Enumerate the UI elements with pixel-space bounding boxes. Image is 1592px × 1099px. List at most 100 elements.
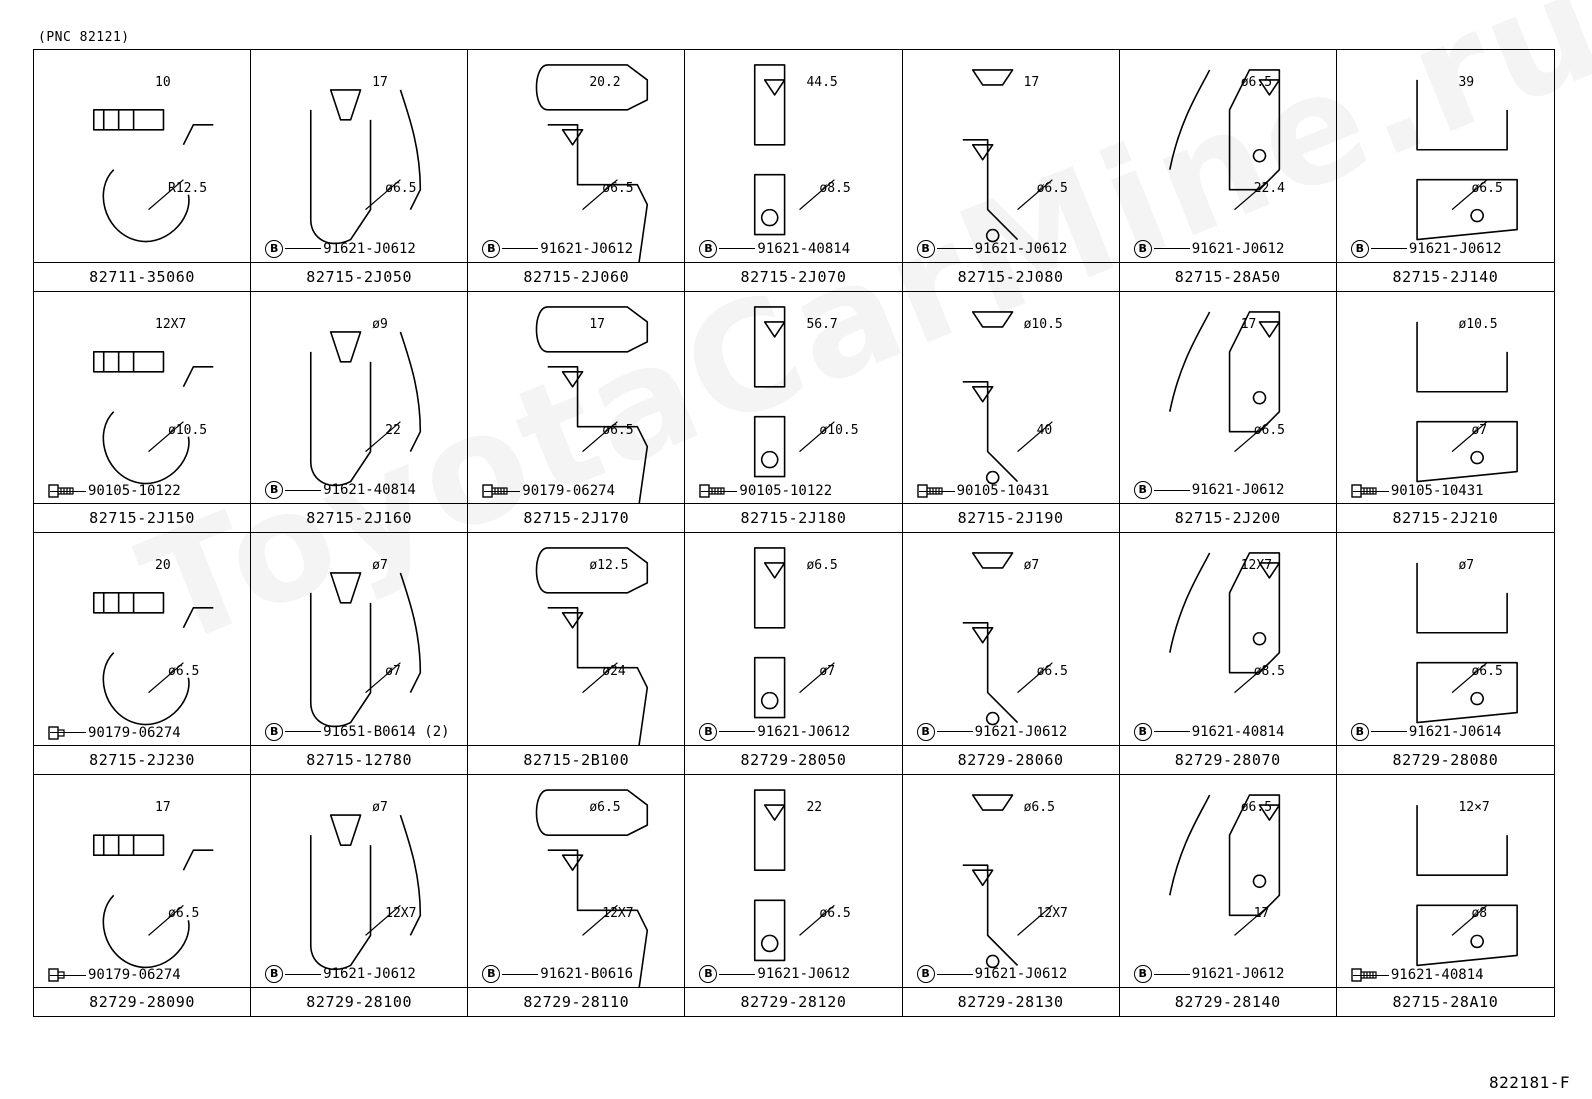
- b-circle-icon: B: [1133, 722, 1152, 741]
- dimension-label: ø12.5: [589, 558, 629, 574]
- part-number: 82729-28110: [468, 987, 685, 1016]
- fastener-callout: 91621-40814: [1351, 967, 1484, 983]
- dimension-leader: [148, 904, 184, 936]
- leader-line: [1153, 731, 1190, 732]
- fastener-callout: 90105-10431: [916, 483, 1049, 499]
- dimension-leader: [1451, 904, 1488, 936]
- bracket-sketch: [962, 69, 1053, 243]
- fastener-callout: 90105-10122: [48, 483, 181, 499]
- dimension-leader: [582, 904, 619, 936]
- dimension-label: 17: [372, 75, 388, 91]
- bracket-sketch: [92, 109, 214, 243]
- bracket-sketch: [962, 310, 1053, 484]
- dimension-label: 44.5: [806, 75, 838, 91]
- bracket-sketch: [92, 833, 214, 968]
- leader-line: [285, 248, 322, 249]
- dimension-label: 12X7: [1036, 906, 1068, 922]
- dimension-label: ø6.5: [168, 664, 200, 680]
- bracket-outline: [962, 69, 1018, 243]
- dimension-label: ø6.5: [1036, 664, 1068, 680]
- bracket-sketch: [310, 813, 422, 970]
- leader-line: [50, 490, 86, 492]
- part-number: 82715-2B100: [468, 744, 685, 774]
- dimension-label: ø6.5: [602, 181, 634, 197]
- leader-line: [1352, 974, 1389, 976]
- diagram-code: 822181-F: [1488, 1073, 1570, 1092]
- bracket-sketch: [310, 572, 422, 728]
- part-number: 82729-28140: [1119, 987, 1336, 1016]
- bolt-icon: [699, 484, 726, 498]
- part-number: 82729-28080: [1336, 744, 1554, 774]
- dimension-label: ø24: [602, 664, 626, 680]
- bracket-outline: [754, 64, 786, 236]
- leader-line: [502, 248, 539, 249]
- fastener-number: 90105-10122: [88, 483, 181, 499]
- dimension-label: ø6.5: [1036, 181, 1068, 197]
- dimension-label: 12X7: [602, 906, 634, 922]
- dimension-label: ø6.5: [1023, 800, 1055, 815]
- dimension-label: 40: [1036, 422, 1053, 438]
- b-circle-icon: B: [699, 965, 718, 983]
- dimension-leader: [582, 420, 619, 452]
- part-number: 82715-28A50: [1119, 261, 1336, 291]
- dimension-leader: [582, 662, 619, 694]
- dimension-label: ø10.5: [168, 422, 208, 438]
- bracket-sketch: [92, 350, 214, 484]
- dimension-label: ø7: [385, 664, 401, 680]
- bracket-sketch: [310, 330, 422, 486]
- part-number: 82715-2J200: [1119, 503, 1336, 532]
- dimension-leader: [799, 179, 836, 211]
- dimension-leader: [1016, 662, 1053, 694]
- dimension-label: 12X7: [385, 906, 417, 922]
- bolt-icon: [482, 484, 508, 498]
- fastener-callout: 90179-06274: [482, 483, 615, 499]
- bracket-sketch: [92, 592, 214, 726]
- dimension-label: 22: [806, 800, 823, 815]
- part-number: 82715-2J070: [685, 261, 902, 291]
- fastener-number: 91621-40814: [1390, 967, 1484, 983]
- dimension-label: ø10.5: [1458, 316, 1498, 332]
- fastener-number: 91621-40814: [757, 240, 851, 257]
- dimension-label: 22.4: [1253, 181, 1286, 197]
- b-circle-icon: B: [916, 239, 935, 258]
- dimension-label: ø6.5: [1471, 664, 1503, 680]
- part-number: 82715-2J150: [34, 503, 251, 532]
- fastener-number: 90105-10122: [739, 483, 833, 499]
- leader-line: [502, 973, 539, 975]
- bracket-outline: [754, 305, 786, 477]
- dimension-leader: [799, 420, 836, 452]
- dimension-label: 20: [155, 558, 171, 574]
- bracket-sketch: [1168, 552, 1280, 694]
- dimension-leader: [1016, 904, 1053, 936]
- part-number: 82715-2J080: [902, 261, 1119, 291]
- part-number: 82729-28120: [685, 987, 902, 1016]
- bracket-sketch: [1416, 321, 1518, 482]
- bracket-outline: [962, 552, 1018, 726]
- b-circle-icon: B: [1133, 965, 1152, 983]
- fastener-number: 91621-J0612: [757, 966, 851, 982]
- dimension-leader: [148, 179, 184, 211]
- part-number: 82729-28060: [902, 744, 1119, 774]
- b-circle-icon: B: [699, 722, 718, 741]
- fastener-number: 91621-J0612: [974, 723, 1068, 740]
